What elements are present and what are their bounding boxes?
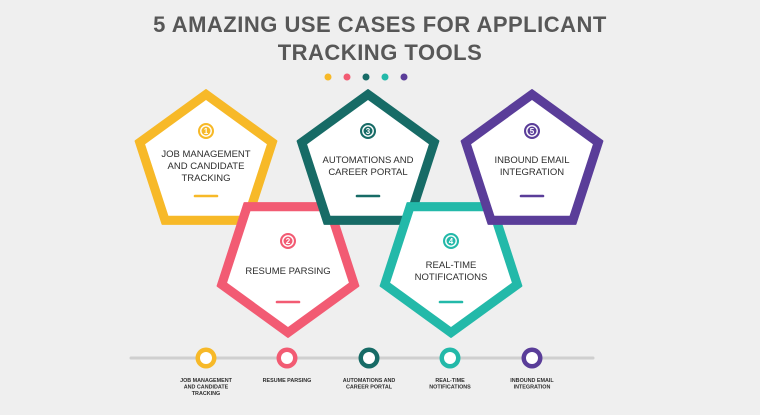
pentagon-inner <box>227 211 349 327</box>
caption-line: AUTOMATIONS AND <box>323 155 414 166</box>
pentagon-inner <box>145 100 267 216</box>
number-label: 1 <box>204 127 209 136</box>
caption-line: JOB MANAGEMENT <box>161 149 250 160</box>
color-dots <box>324 73 408 81</box>
timeline-label-line: REAL-TIME <box>435 378 465 384</box>
color-dot-5 <box>400 73 408 81</box>
number-label: 5 <box>530 127 535 136</box>
number-badge-ring <box>200 125 212 137</box>
timeline-node-2: RESUME PARSING <box>263 347 312 384</box>
timeline-label-line: AUTOMATIONS AND <box>343 378 396 384</box>
number-badge-ring <box>362 125 374 137</box>
timeline-label-line: INBOUND EMAIL <box>510 378 554 384</box>
page-title-line-1: 5 AMAZING USE CASES FOR APPLICANT <box>153 12 607 37</box>
pentagon-inner <box>307 100 429 216</box>
caption-line: NOTIFICATIONS <box>415 272 488 283</box>
timeline-label-line: TRACKING <box>192 391 220 397</box>
pentagon-inner <box>471 100 593 216</box>
number-label: 3 <box>366 127 371 136</box>
caption-line: INBOUND EMAIL <box>495 155 570 166</box>
caption-line: CAREER PORTAL <box>328 167 407 178</box>
timeline-label-line: CAREER PORTAL <box>346 385 393 391</box>
timeline-marker-center <box>281 352 293 364</box>
timeline-marker-center <box>363 352 375 364</box>
number-label: 4 <box>449 237 454 246</box>
timeline-label-line: INTEGRATION <box>514 385 551 391</box>
caption-line: INTEGRATION <box>500 167 564 178</box>
number-badge-ring <box>526 125 538 137</box>
timeline-label-line: AND CANDIDATE <box>184 385 229 391</box>
caption-line: TRACKING <box>181 173 230 184</box>
number-label: 2 <box>286 237 291 246</box>
page-title-line-2: TRACKING TOOLS <box>277 40 483 65</box>
timeline-marker-center <box>526 352 538 364</box>
color-dot-2 <box>343 73 351 81</box>
color-dot-4 <box>381 73 389 81</box>
timeline-label-line: JOB MANAGEMENT <box>180 378 233 384</box>
timeline-label-line: RESUME PARSING <box>263 378 312 384</box>
color-dot-1 <box>324 73 332 81</box>
caption-line: REAL-TIME <box>426 260 477 271</box>
number-badge-ring <box>282 235 294 247</box>
timeline-marker-center <box>444 352 456 364</box>
pentagon-inner <box>390 211 512 327</box>
timeline-marker-center <box>200 352 212 364</box>
caption-line: RESUME PARSING <box>245 266 330 277</box>
color-dot-3 <box>362 73 370 81</box>
timeline-label-line: NOTIFICATIONS <box>429 385 471 391</box>
number-badge-ring <box>445 235 457 247</box>
caption-line: AND CANDIDATE <box>168 161 245 172</box>
